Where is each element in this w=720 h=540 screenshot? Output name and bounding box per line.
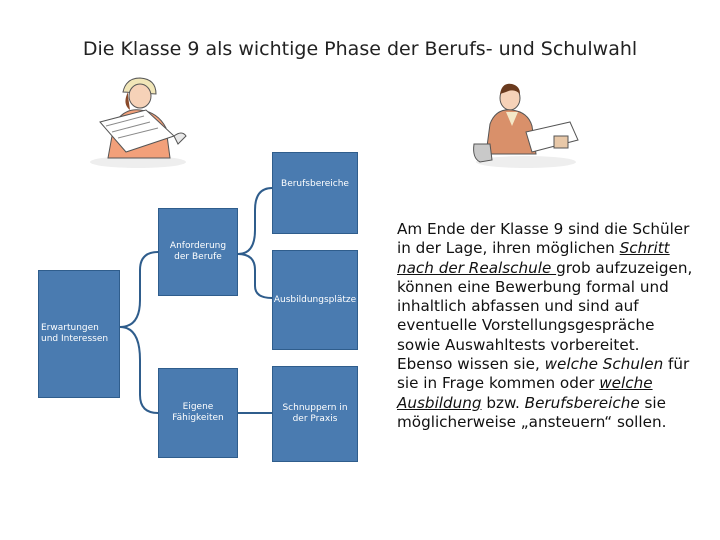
man-at-desk-clipart <box>473 83 579 168</box>
node-anforderung: Anforderung der Berufe <box>158 208 238 296</box>
node-ausbildungsplaetze: Ausbildungsplätze <box>272 250 358 350</box>
node-schnuppern-label: Schnuppern in der Praxis <box>282 403 348 424</box>
node-berufsbereiche: Berufsbereiche <box>272 152 358 234</box>
description-part: bzw. <box>481 393 525 412</box>
node-berufsbereiche-label: Berufsbereiche <box>281 179 349 189</box>
node-erwartungen-label: Erwartungen und Interessen <box>41 323 109 344</box>
page-title: Die Klasse 9 als wichtige Phase der Beru… <box>82 38 638 60</box>
description-part: sie möglicherweise „ansteuern“ sollen. <box>397 393 667 431</box>
emphasis-training: welche Ausbildung <box>397 374 653 412</box>
node-faehigkeiten-label: Eigene Fähigkeiten <box>172 402 224 423</box>
node-anforderung-label: Anforderung der Berufe <box>169 241 227 262</box>
node-erwartungen: Erwartungen und Interessen <box>38 270 120 398</box>
emphasis-next-step: Schritt nach der Realschule <box>397 239 670 277</box>
node-faehigkeiten: Eigene Fähigkeiten <box>158 368 238 458</box>
woman-with-blueprints-clipart <box>90 77 187 168</box>
emphasis-fields: Berufsbereiche <box>524 393 640 412</box>
description-part: für sie in Frage kommen oder <box>397 355 690 393</box>
description-part: Am Ende der Klasse 9 sind die Schüler in… <box>397 220 690 258</box>
description-text: Am Ende der Klasse 9 sind die Schüler in… <box>397 220 697 432</box>
node-schnuppern: Schnuppern in der Praxis <box>272 366 358 462</box>
emphasis-schools: welche Schulen <box>544 355 664 374</box>
description-part: grob aufzuzeigen, können eine Bewerbung … <box>397 258 693 374</box>
node-ausbildungsplaetze-label: Ausbildungsplätze <box>273 294 357 305</box>
